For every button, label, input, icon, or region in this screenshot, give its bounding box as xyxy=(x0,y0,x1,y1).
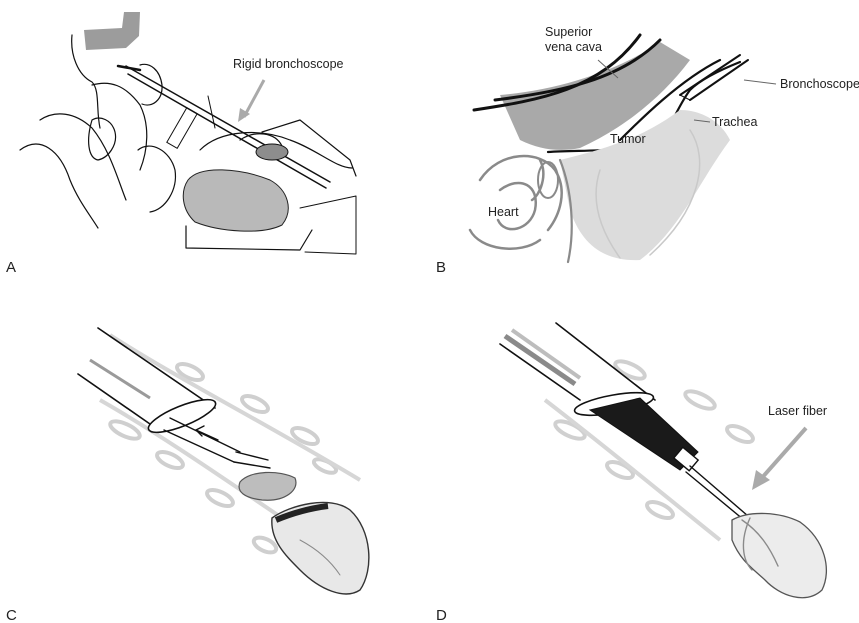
panel-d: D Laser fiber xyxy=(436,323,827,623)
rigid-bronchoscope-pointer-arrow xyxy=(238,80,264,122)
rigid-bronchoscope-label: Rigid bronchoscope xyxy=(233,57,344,71)
trachea-label: Trachea xyxy=(712,115,757,129)
panel-letter-b: B xyxy=(436,259,446,276)
svc-label-line2: vena cava xyxy=(545,40,602,54)
panel-b: B Superior vena cava Bronchoscope Trache… xyxy=(436,25,859,276)
laser-fiber-label: Laser fiber xyxy=(768,404,827,418)
thorax-anatomy-drawing xyxy=(470,35,748,262)
panel-letter-c: C xyxy=(6,607,17,623)
panel-a: A Rigid bronchoscope xyxy=(6,12,356,276)
forceps-extraction-drawing xyxy=(78,328,369,594)
laser-fiber-pointer-arrow xyxy=(752,428,806,490)
tumor-label: Tumor xyxy=(610,132,646,146)
patient-and-operator-drawing xyxy=(20,12,356,254)
bronchoscope-label: Bronchoscope xyxy=(780,77,859,91)
panel-letter-a: A xyxy=(6,259,16,276)
panel-letter-d: D xyxy=(436,607,447,623)
panel-c: C xyxy=(6,328,369,623)
svc-label-line1: Superior xyxy=(545,25,592,39)
heart-label: Heart xyxy=(488,205,519,219)
